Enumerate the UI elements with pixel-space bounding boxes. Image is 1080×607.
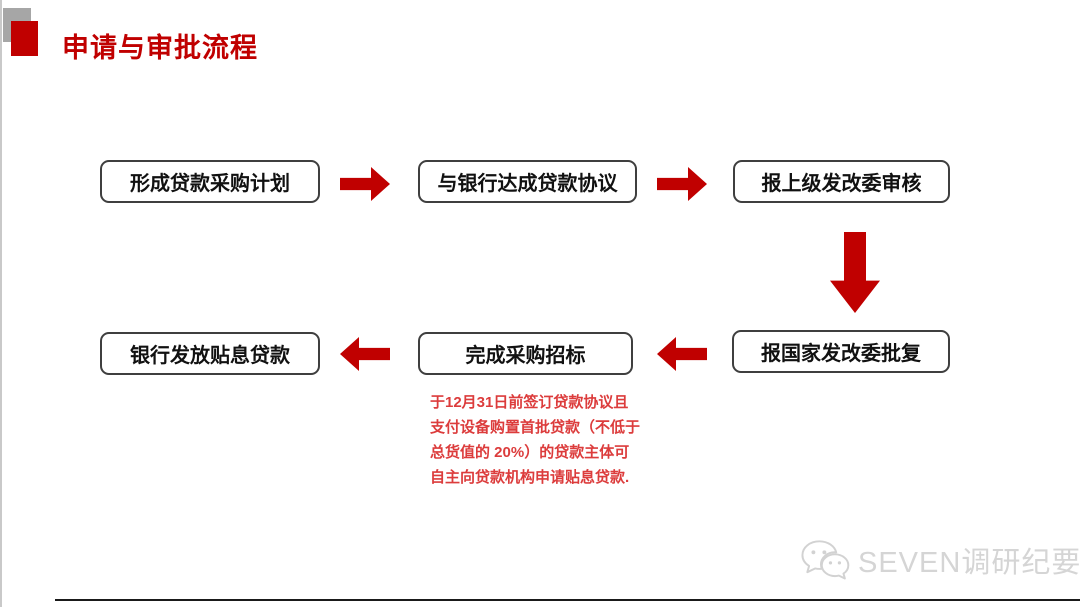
annotation-note: 于12月31日前签订贷款协议且 支付设备购置首批贷款（不低于 总货值的 20%）… <box>430 390 660 490</box>
flow-step-bank-issues-loan: 银行发放贴息贷款 <box>100 332 320 375</box>
flow-step-report-superior-ndrc: 报上级发改委审核 <box>733 160 950 203</box>
arrow-right-icon <box>340 167 390 201</box>
flow-step-bank-loan-agreement: 与银行达成贷款协议 <box>418 160 637 203</box>
arrow-left-icon <box>657 337 707 371</box>
flow-step-complete-bidding: 完成采购招标 <box>418 332 633 375</box>
flow-step-form-procurement-plan: 形成贷款采购计划 <box>100 160 320 203</box>
annotation-line: 总货值的 20%）的贷款主体可 <box>430 444 630 461</box>
left-edge-divider <box>0 0 2 607</box>
page-title: 申请与审批流程 <box>62 33 258 63</box>
wechat-icon <box>801 540 850 580</box>
annotation-line: 支付设备购置首批贷款（不低于 <box>430 419 641 436</box>
arrow-left-icon <box>340 337 390 371</box>
bottom-divider <box>55 599 1080 601</box>
flow-step-national-ndrc-approval: 报国家发改委批复 <box>732 330 950 373</box>
annotation-line: 于12月31日前签订贷款协议且 <box>430 394 629 411</box>
arrow-right-icon <box>657 167 707 201</box>
watermark: SEVEN调研纪要 <box>800 538 1080 582</box>
arrow-down-icon <box>830 232 880 313</box>
watermark-text: SEVEN调研纪要 <box>858 547 1080 579</box>
title-accent-red-square <box>11 21 38 56</box>
annotation-line: 自主向贷款机构申请贴息贷款. <box>430 469 630 486</box>
